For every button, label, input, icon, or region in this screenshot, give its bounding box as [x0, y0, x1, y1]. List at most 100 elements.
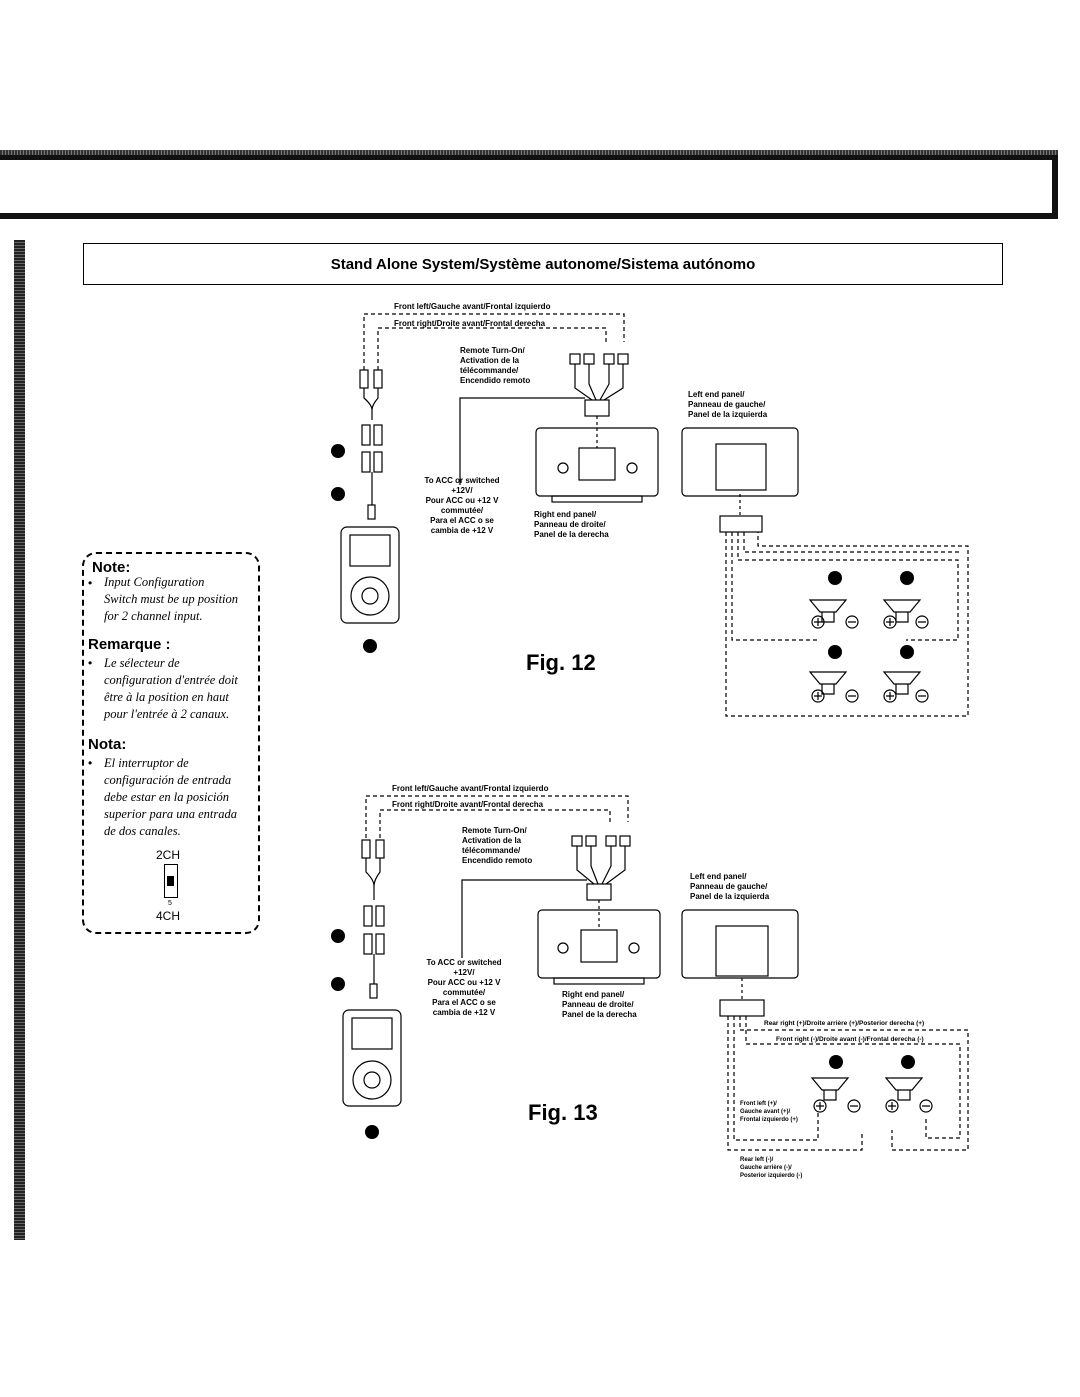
left-margin-bar: [14, 240, 25, 1240]
fig12-adapter: [373, 451, 383, 473]
plus-terminal-icon: [883, 615, 897, 629]
fig13-gain-knob: [628, 942, 640, 954]
fig13-minijack: [369, 983, 378, 999]
switch-label-5: 5: [168, 900, 172, 907]
fig13-harness-plug: [605, 835, 617, 847]
nota-line: de dos canales.: [104, 824, 181, 838]
fig12-harness-plug: [617, 353, 629, 365]
label-line: commutée/: [440, 506, 484, 515]
fig13-acc-label: To ACC or switched +12V/ Pour ACC ou +12…: [412, 958, 516, 1018]
fig12-speaker-rear-left: [808, 671, 848, 695]
note-line: for 2 channel input.: [104, 609, 203, 623]
reference-marker: [331, 929, 345, 943]
label-line: Pour ACC ou +12 V: [427, 978, 501, 987]
label-line: Panneau de gauche/: [688, 400, 766, 409]
fig13-harness-connector: [586, 883, 612, 901]
fig12-harness-connector: [584, 399, 610, 417]
label-line: To ACC or switched: [426, 958, 502, 967]
minus-terminal-icon: [915, 689, 929, 703]
note-box: [82, 552, 260, 934]
fig12-speaker-wire: [731, 532, 818, 641]
fig12-speaker-wire: [737, 532, 959, 641]
fig12-remote-label: Remote Turn-On/ Activation de la télécom…: [460, 346, 530, 386]
header-bar: [0, 155, 1058, 219]
label-line: +12V/: [451, 486, 473, 495]
fig12-speaker-connector: [719, 515, 763, 533]
fig13-player-wheel: [352, 1060, 392, 1100]
label-line: Front left (+)/: [740, 1101, 777, 1107]
label-line: Remote Turn-On/: [460, 346, 525, 355]
label-line: Panel de la derecha: [562, 1010, 637, 1019]
label-line: Pour ACC ou +12 V: [425, 496, 499, 505]
fig12-remote-wire: [459, 397, 585, 485]
fig13-rca-front-right: [379, 809, 611, 838]
fig13-rca-cable: [365, 858, 381, 900]
label-line: cambia de +12 V: [430, 526, 494, 535]
label-line: Panel de la izquierda: [690, 892, 770, 901]
fig12-adapter: [361, 451, 371, 473]
nota-bullet: •: [88, 756, 93, 770]
minus-terminal-icon: [915, 615, 929, 629]
label-line: Left end panel/: [690, 872, 747, 881]
label-line: Encendido remoto: [460, 376, 531, 385]
reference-marker: [331, 977, 345, 991]
fig13-left-panel-label: Left end panel/ Panneau de gauche/ Panel…: [690, 872, 769, 902]
fig12-front-right-label: Front right/Droite avant/Frontal derecha: [394, 319, 546, 328]
reference-marker: [828, 645, 842, 659]
fig12-speaker-wire: [743, 532, 960, 553]
label-line: Para el ACC o se: [432, 998, 496, 1007]
fig12-adapter: [373, 424, 383, 446]
nota-line: superior para una entrada: [104, 807, 237, 821]
label-line: cambia de +12 V: [432, 1008, 496, 1017]
label-line: Panel de la izquierda: [688, 410, 768, 419]
label-line: télécommande/: [460, 366, 519, 375]
fig13-left-panel: [681, 909, 799, 979]
fig13-front-left-label: Front left/Gauche avant/Frontal izquierd…: [392, 784, 549, 793]
fig12-harness-plug: [603, 353, 615, 365]
nota-line: El interruptor de: [104, 756, 189, 770]
fig13-adapter: [363, 905, 373, 927]
label-line: Activation de la: [460, 356, 520, 365]
label-line: Right end panel/: [562, 990, 625, 999]
fig12-right-panel: [535, 427, 659, 497]
plus-terminal-icon: [885, 1099, 899, 1113]
fig12-panel-connector: [578, 447, 616, 481]
fig13-player-screen: [351, 1017, 393, 1050]
fig13-rca-plug: [375, 839, 385, 859]
nota-heading: Nota:: [88, 736, 127, 753]
fig13-harness-plug: [619, 835, 631, 847]
fig12-acc-label: To ACC or switched +12V/ Pour ACC ou +12…: [410, 476, 514, 536]
minus-terminal-icon: [845, 615, 859, 629]
remarque-bullet: •: [88, 656, 93, 670]
fig12-rca-plug: [373, 369, 383, 389]
reference-marker: [900, 571, 914, 585]
remarque-line: pour l'entrée à 2 canaux.: [104, 707, 230, 721]
fig13-harness-plug: [571, 835, 583, 847]
label-line: Panneau de gauche/: [690, 882, 768, 891]
label-line: To ACC or switched: [424, 476, 500, 485]
fig13-speaker-connector: [719, 999, 765, 1017]
fig12-gain-knob: [557, 462, 569, 474]
fig12-right-panel-label: Right end panel/ Panneau de droite/ Pane…: [534, 510, 609, 540]
plus-terminal-icon: [813, 1099, 827, 1113]
note-line: Switch must be up position: [104, 592, 239, 606]
label-line: Left end panel/: [688, 390, 745, 399]
label-line: Rear left (-)/: [740, 1157, 774, 1163]
fig12-front-left-label: Front left/Gauche avant/Frontal izquierd…: [394, 302, 551, 311]
fig12-speaker-rear-right: [882, 671, 922, 695]
fig12-adapter: [361, 424, 371, 446]
fig13-front-right-label: Front right/Droite avant/Frontal derecha: [392, 800, 544, 809]
fig13-right-panel-label: Right end panel/ Panneau de droite/ Pane…: [562, 990, 637, 1020]
fig12-left-panel-connector: [715, 443, 767, 491]
fig13-remote-label: Remote Turn-On/ Activation de la télécom…: [462, 826, 532, 866]
remarque-heading: Remarque :: [88, 636, 171, 653]
fig12-player-screen: [349, 534, 391, 567]
fig12-rca-plug: [359, 369, 369, 389]
label-line: Gauche avant (+)/: [740, 1109, 791, 1115]
reference-marker: [363, 639, 377, 653]
fig12-left-panel: [681, 427, 799, 497]
minus-terminal-icon: [919, 1099, 933, 1113]
fig13-rear-left-label: Rear left (-)/ Gauche arrière (-)/ Poste…: [740, 1156, 802, 1180]
section-title-text: Stand Alone System/Système autonome/Sist…: [330, 255, 756, 273]
